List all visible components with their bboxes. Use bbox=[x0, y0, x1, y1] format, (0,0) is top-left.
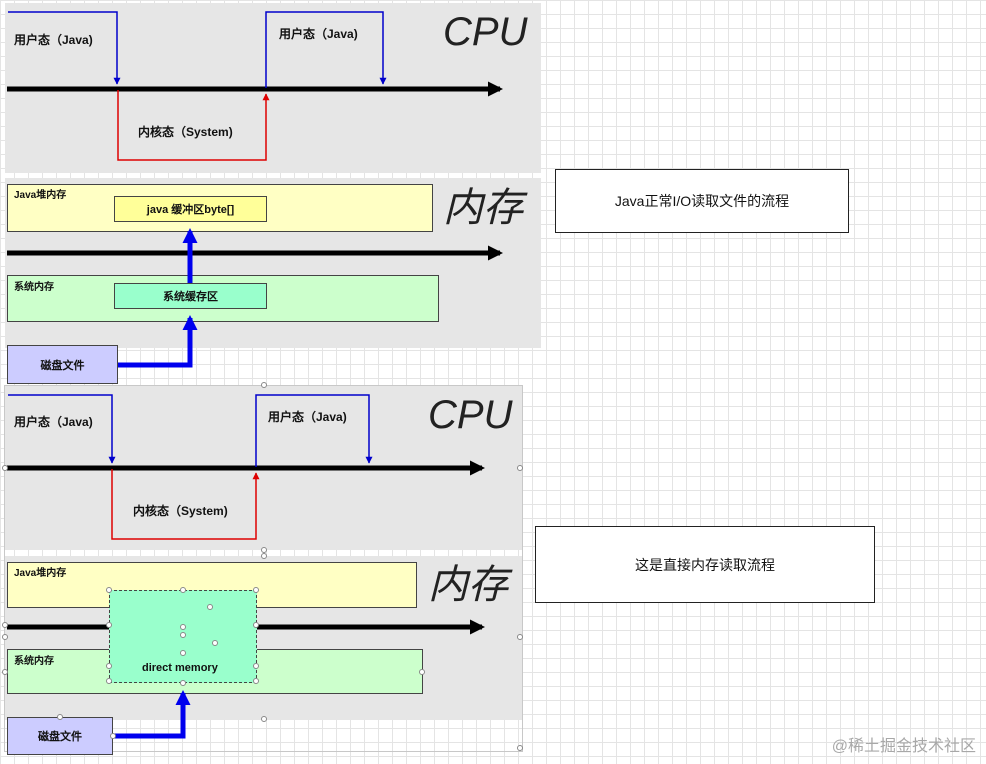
top-memory-title: 内存 bbox=[443, 186, 523, 230]
selection-handle[interactable] bbox=[110, 733, 116, 739]
selection-handle[interactable] bbox=[180, 650, 186, 656]
selection-handle[interactable] bbox=[180, 587, 186, 593]
selection-handle[interactable] bbox=[180, 632, 186, 638]
top-user-mode-left-label: 用户态（Java) bbox=[14, 33, 93, 47]
bottom-java-heap-label: Java堆内存 bbox=[14, 568, 67, 579]
selection-handle[interactable] bbox=[253, 587, 259, 593]
selection-handle[interactable] bbox=[261, 547, 267, 553]
top-user-to-kernel-arrow bbox=[8, 11, 121, 85]
selection-handle[interactable] bbox=[517, 634, 523, 640]
top-kernel-mode-label: 内核态（System) bbox=[138, 125, 233, 139]
top-kernel-path bbox=[117, 90, 270, 161]
selection-handle[interactable] bbox=[261, 553, 267, 559]
selection-handle[interactable] bbox=[253, 663, 259, 669]
top-user-mode-right-label: 用户态（Java) bbox=[279, 27, 358, 41]
top-java-buffer-box[interactable]: java 缓冲区byte[] bbox=[114, 196, 267, 222]
selection-handle[interactable] bbox=[517, 745, 523, 751]
top-disk-to-cache-arrow bbox=[118, 315, 198, 368]
selection-handle[interactable] bbox=[253, 678, 259, 684]
top-java-buffer-label: java 缓冲区byte[] bbox=[146, 204, 235, 216]
selection-handle[interactable] bbox=[207, 604, 213, 610]
selection-handle[interactable] bbox=[180, 680, 186, 686]
top-disk-file-label: 磁盘文件 bbox=[40, 359, 85, 372]
selection-handle[interactable] bbox=[106, 678, 112, 684]
caption-direct-memory[interactable]: 这是直接内存读取流程 bbox=[535, 526, 875, 603]
selection-handle[interactable] bbox=[2, 465, 8, 471]
selection-handle[interactable] bbox=[106, 663, 112, 669]
top-kernel-to-user-arrow bbox=[265, 11, 387, 88]
selection-handle[interactable] bbox=[2, 622, 8, 628]
selection-handle[interactable] bbox=[106, 622, 112, 628]
top-system-cache-label: 系统缓存区 bbox=[163, 291, 218, 303]
caption-normal-io[interactable]: Java正常I/O读取文件的流程 bbox=[555, 169, 849, 233]
bottom-kernel-path bbox=[111, 469, 260, 540]
bottom-kernel-mode-label: 内核态（System) bbox=[133, 504, 228, 518]
selection-handle[interactable] bbox=[180, 624, 186, 630]
top-disk-file-box[interactable]: 磁盘文件 bbox=[7, 345, 118, 384]
selection-handle[interactable] bbox=[106, 587, 112, 593]
bottom-cpu-title: CPU bbox=[428, 393, 513, 437]
selection-handle[interactable] bbox=[261, 382, 267, 388]
bottom-user-mode-right-label: 用户态（Java) bbox=[268, 410, 347, 424]
direct-memory-label: direct memory bbox=[142, 662, 218, 674]
top-java-heap-box[interactable] bbox=[7, 184, 433, 232]
watermark-text: @稀土掘金技术社区 bbox=[831, 738, 976, 755]
top-cpu-title: CPU bbox=[443, 10, 528, 54]
bottom-disk-to-direct-arrow bbox=[113, 690, 191, 739]
selection-handle[interactable] bbox=[57, 714, 63, 720]
selection-handle[interactable] bbox=[517, 465, 523, 471]
bottom-user-mode-left-label: 用户态（Java) bbox=[14, 415, 93, 429]
selection-handle[interactable] bbox=[2, 634, 8, 640]
selection-handle[interactable] bbox=[419, 669, 425, 675]
bottom-memory-title: 内存 bbox=[428, 563, 508, 607]
bottom-system-memory-label: 系统内存 bbox=[14, 656, 54, 667]
top-system-memory-label: 系统内存 bbox=[14, 282, 54, 293]
top-system-cache-box[interactable]: 系统缓存区 bbox=[114, 283, 267, 309]
selection-handle[interactable] bbox=[253, 622, 259, 628]
selection-handle[interactable] bbox=[212, 640, 218, 646]
selection-handle[interactable] bbox=[2, 669, 8, 675]
selection-handle[interactable] bbox=[261, 716, 267, 722]
bottom-disk-file-label: 磁盘文件 bbox=[38, 731, 82, 743]
top-java-heap-label: Java堆内存 bbox=[14, 190, 67, 201]
bottom-user-to-kernel-arrow bbox=[8, 394, 116, 464]
bottom-kernel-to-user-arrow bbox=[255, 394, 373, 467]
